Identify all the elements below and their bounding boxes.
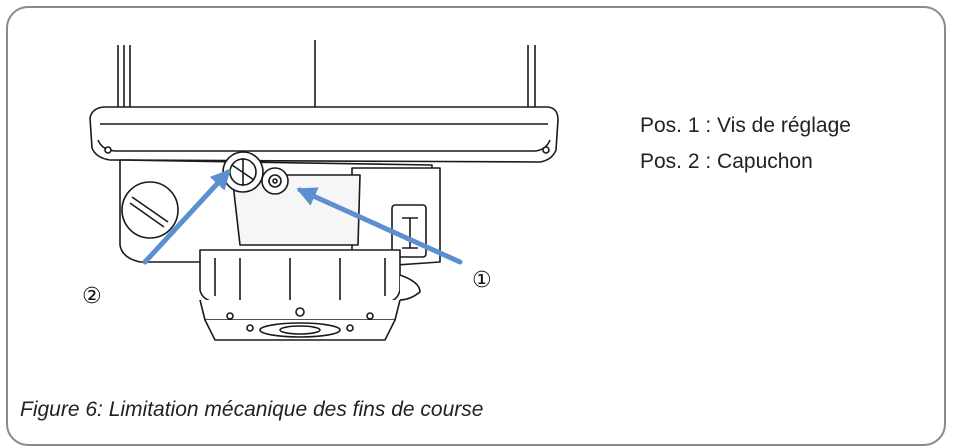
legend-item-2: Pos. 2 : Capuchon bbox=[640, 148, 851, 184]
arrow-pos-2 bbox=[142, 169, 231, 265]
callout-1: ① bbox=[472, 268, 492, 293]
callout-2: ② bbox=[82, 284, 102, 309]
mounting-flange bbox=[199, 249, 401, 303]
legend-text-2: Capuchon bbox=[717, 150, 813, 173]
actuator-drawing bbox=[89, 40, 559, 341]
legend: Pos. 1 : Vis de réglage Pos. 2 : Capucho… bbox=[640, 112, 851, 184]
housing-upper bbox=[117, 45, 536, 111]
legend-label-1: Pos. 1 : bbox=[640, 114, 712, 137]
legend-item-1: Pos. 1 : Vis de réglage bbox=[640, 112, 851, 148]
legend-label-2: Pos. 2 : bbox=[640, 150, 712, 173]
arrow-pos-1 bbox=[296, 187, 463, 265]
figure-caption: Figure 6: Limitation mécanique des fins … bbox=[20, 398, 484, 421]
cover-plate bbox=[89, 106, 559, 163]
legend-text-1: Vis de réglage bbox=[717, 114, 851, 137]
